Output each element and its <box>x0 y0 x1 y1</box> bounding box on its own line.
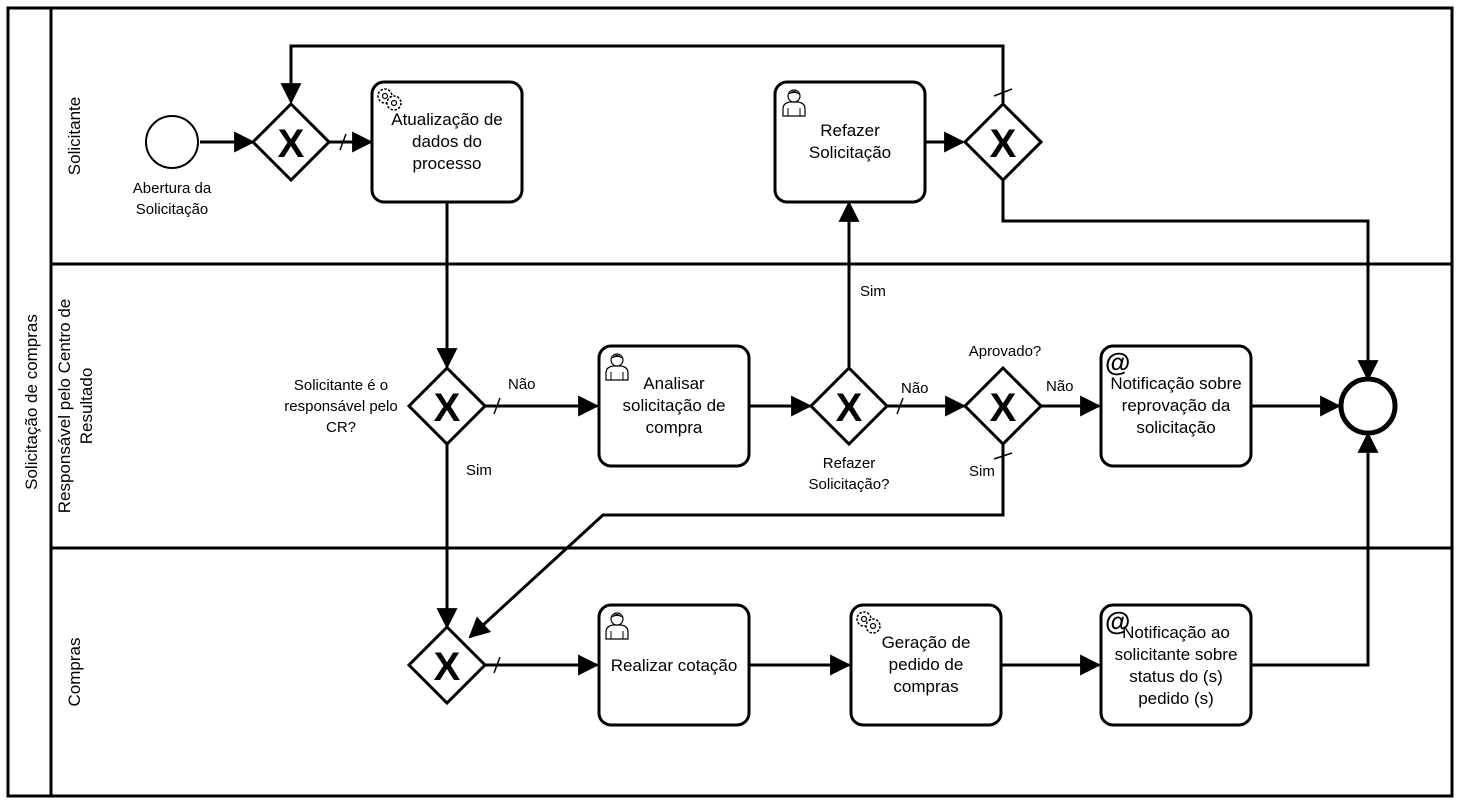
task-analisar[interactable]: Analisar solicitação de compra <box>597 344 751 468</box>
task-notif-reprovacao-line2: reprovação da <box>1122 396 1231 415</box>
end-event[interactable] <box>1338 376 1398 436</box>
flow-label-sim-aprovado: Sim <box>969 463 995 480</box>
gateway-x-symbol: X <box>434 386 461 430</box>
gateway-aprovado-label: Aprovado? <box>969 343 1042 360</box>
gateway-x-symbol: X <box>990 122 1017 166</box>
task-atualizacao-line3: processo <box>413 154 482 173</box>
user-icon <box>605 353 629 381</box>
task-refazer-line1: Refazer <box>820 121 880 140</box>
task-analisar-line3: compra <box>646 418 703 437</box>
gateway-aprovado[interactable]: X <box>962 365 1044 447</box>
flow-label-sim-refazer: Sim <box>860 283 886 300</box>
task-atualizacao-line2: dados do <box>412 132 482 151</box>
at-icon: @ <box>1105 347 1130 377</box>
lane-label-solicitante: Solicitante <box>65 97 84 175</box>
gear-icon <box>377 88 402 111</box>
task-notif-status-line3: status do (s) <box>1129 667 1223 686</box>
lane-label-responsavel-line1: Responsável pelo Centro de <box>55 299 74 514</box>
lane-label-responsavel-line2: Resultado <box>77 368 96 445</box>
gateway-x-symbol: X <box>990 386 1017 430</box>
task-realizar-cotacao[interactable]: Realizar cotação <box>597 603 751 727</box>
task-refazer-line2: Solicitação <box>809 143 891 162</box>
task-analisar-line2: solicitação de <box>622 396 725 415</box>
flow-label-sim-responsavel: Sim <box>466 462 492 479</box>
flow-label-nao-refazer: Não <box>901 380 929 397</box>
task-notif-status-line4: pedido (s) <box>1138 689 1214 708</box>
task-geracao-pedido[interactable]: Geração de pedido de compras <box>849 603 1003 727</box>
task-notif-status-line2: solicitante sobre <box>1115 645 1238 664</box>
gateway-refazer[interactable]: X <box>808 365 890 447</box>
task-notif-reprovacao-line1: Notificação sobre <box>1110 374 1241 393</box>
gateway-refazer-label-line2: Solicitação? <box>809 476 890 493</box>
task-atualizacao-line1: Atualização de <box>391 110 503 129</box>
lane-label-compras: Compras <box>65 638 84 707</box>
task-notificacao-reprovacao[interactable]: @ Notificação sobre reprovação da solici… <box>1099 344 1253 468</box>
sequence-flows <box>200 44 1379 676</box>
gateway-responsavel-label-line2: responsável pelo <box>284 398 397 415</box>
flow-label-nao-aprovado: Não <box>1046 378 1074 395</box>
gateway-refazer-merge[interactable]: X <box>962 101 1044 183</box>
gateway-compras[interactable]: X <box>406 624 488 706</box>
flow-label-nao-responsavel: Não <box>508 376 536 393</box>
task-atualizacao[interactable]: Atualização de dados do processo <box>370 80 524 204</box>
flow-gw6-to-gw1[interactable] <box>280 44 1005 105</box>
pool-label: Solicitação de compras <box>22 314 41 490</box>
task-geracao-line1: Geração de <box>882 633 971 652</box>
gateway-x-symbol: X <box>836 386 863 430</box>
gateway-x-symbol: X <box>278 122 305 166</box>
task-refazer[interactable]: Refazer Solicitação <box>773 80 927 204</box>
task-notif-reprovacao-line3: solicitação <box>1136 418 1215 437</box>
user-icon <box>605 612 629 640</box>
gateway-responsavel[interactable]: X <box>406 365 488 447</box>
task-notificacao-status[interactable]: @ Notificação ao solicitante sobre statu… <box>1099 603 1253 727</box>
gateway-inicio[interactable]: X <box>250 101 332 183</box>
start-event[interactable] <box>145 115 199 169</box>
gateway-refazer-label-line1: Refazer <box>823 455 876 472</box>
flow-gw6-to-end[interactable] <box>1001 181 1379 382</box>
flow-notif-status-to-end[interactable] <box>1252 431 1379 667</box>
task-analisar-line1: Analisar <box>643 374 705 393</box>
gear-icon <box>856 611 881 634</box>
gateway-x-symbol: X <box>434 645 461 689</box>
start-event-label-line1: Abertura da <box>133 180 212 197</box>
user-icon <box>782 89 806 117</box>
start-event-label-line2: Solicitação <box>136 201 209 218</box>
gateway-responsavel-label-line3: CR? <box>326 419 356 436</box>
task-cotacao-line1: Realizar cotação <box>611 656 738 675</box>
at-icon: @ <box>1105 606 1130 636</box>
flow-gw4-to-gw5[interactable] <box>468 444 1005 639</box>
task-geracao-line3: compras <box>893 677 958 696</box>
task-notif-status-line1: Notificação ao <box>1122 623 1230 642</box>
task-geracao-line2: pedido de <box>889 655 964 674</box>
gateway-responsavel-label-line1: Solicitante é o <box>294 377 388 394</box>
